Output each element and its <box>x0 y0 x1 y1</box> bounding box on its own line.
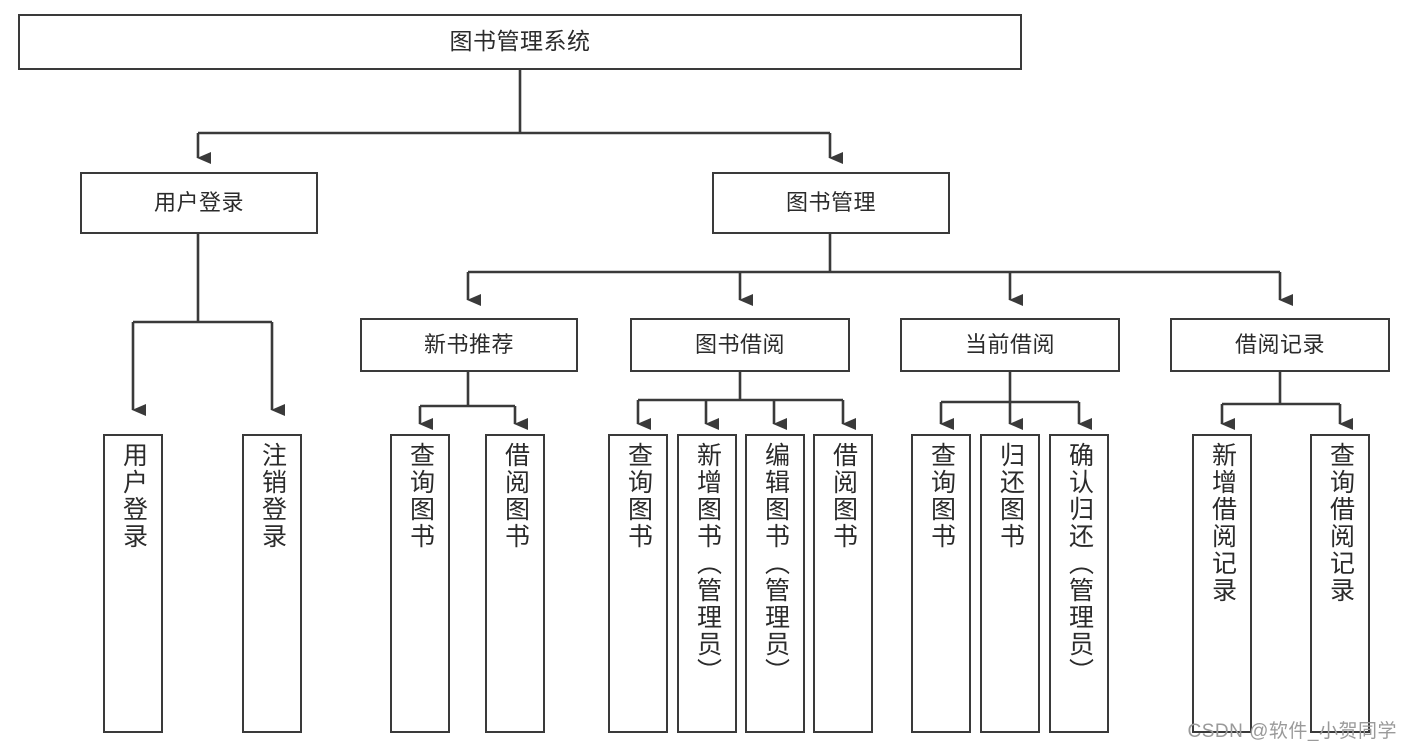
leaf-label: 确认归还（管理员） <box>1065 442 1094 685</box>
leaf-edit-book[interactable]: 编辑图书（管理员） <box>745 434 805 733</box>
leaf-user-logout[interactable]: 注销登录 <box>242 434 302 733</box>
leaf-query-borrow-record[interactable]: 查询借阅记录 <box>1310 434 1370 733</box>
leaf-label: 查询图书 <box>927 442 956 550</box>
node-root-book-management-system[interactable]: 图书管理系统 <box>18 14 1022 70</box>
node-label: 用户登录 <box>153 189 244 215</box>
leaf-add-book[interactable]: 新增图书（管理员） <box>677 434 737 733</box>
node-book-borrow[interactable]: 图书借阅 <box>630 318 850 372</box>
node-label: 借阅记录 <box>1234 331 1325 357</box>
leaf-borrow-book[interactable]: 借阅图书 <box>813 434 873 733</box>
node-label: 当前借阅 <box>964 331 1055 357</box>
node-new-book-recommend[interactable]: 新书推荐 <box>360 318 578 372</box>
leaf-label: 新增图书（管理员） <box>693 442 722 685</box>
node-borrow-record[interactable]: 借阅记录 <box>1170 318 1390 372</box>
node-label: 图书管理系统 <box>449 28 591 55</box>
leaf-label: 查询图书 <box>406 442 435 550</box>
leaf-user-login[interactable]: 用户登录 <box>103 434 163 733</box>
watermark: CSDN @软件_小贺同学 <box>1187 721 1397 742</box>
node-book-management[interactable]: 图书管理 <box>712 172 950 234</box>
leaf-label: 借阅图书 <box>829 442 858 550</box>
leaf-add-borrow-record[interactable]: 新增借阅记录 <box>1192 434 1252 733</box>
leaf-query-book-new-book[interactable]: 查询图书 <box>390 434 450 733</box>
leaf-label: 用户登录 <box>119 442 148 550</box>
node-label: 新书推荐 <box>423 331 514 357</box>
node-label: 图书管理 <box>785 189 876 215</box>
leaf-label: 归还图书 <box>996 442 1025 550</box>
node-user-login[interactable]: 用户登录 <box>80 172 318 234</box>
leaf-return-book[interactable]: 归还图书 <box>980 434 1040 733</box>
leaf-label: 查询图书 <box>624 442 653 550</box>
leaf-label: 注销登录 <box>258 442 287 550</box>
leaf-confirm-return[interactable]: 确认归还（管理员） <box>1049 434 1109 733</box>
leaf-label: 借阅图书 <box>501 442 530 550</box>
leaf-label: 编辑图书（管理员） <box>761 442 790 685</box>
leaf-label: 查询借阅记录 <box>1326 442 1355 604</box>
leaf-query-book-borrow[interactable]: 查询图书 <box>608 434 668 733</box>
leaf-query-book-current[interactable]: 查询图书 <box>911 434 971 733</box>
leaf-borrow-book-new-book[interactable]: 借阅图书 <box>485 434 545 733</box>
node-label: 图书借阅 <box>694 331 785 357</box>
node-current-borrow[interactable]: 当前借阅 <box>900 318 1120 372</box>
leaf-label: 新增借阅记录 <box>1208 442 1237 604</box>
